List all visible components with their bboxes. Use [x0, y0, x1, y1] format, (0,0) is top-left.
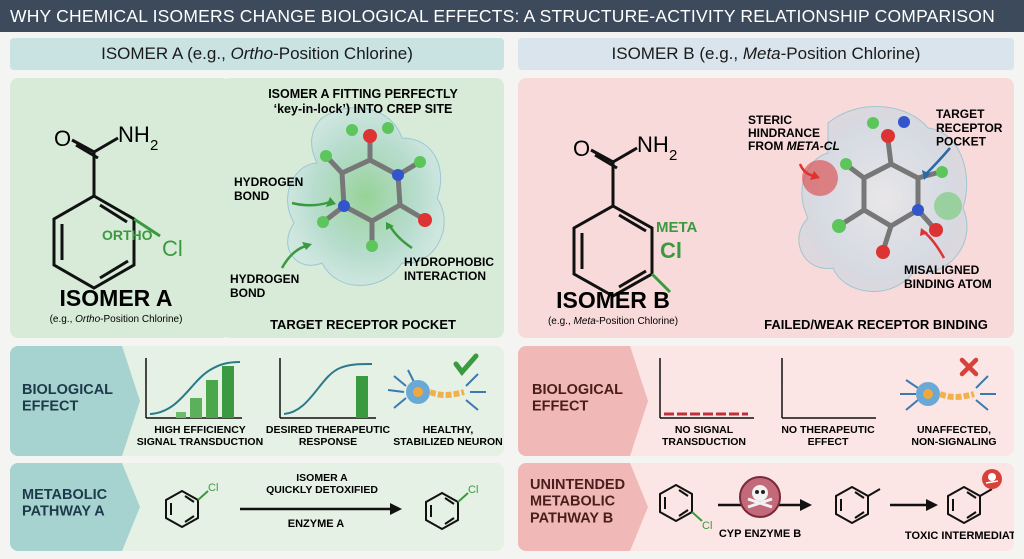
- isomer-a-binding-diagram: ISOMER A FITTING PERFECTLY ‘key-in-lock’…: [230, 87, 494, 332]
- enzyme-a-label: ENZYME A: [288, 518, 344, 530]
- pocket-caption-b: FAILED/WEAK RECEPTOR BINDING: [764, 317, 988, 332]
- pocket-hydrophobic-zone: [934, 192, 962, 220]
- isomer-b-structure-diagram: O NH 2 META Cl ISOMER B (e.g., Meta-Posi…: [548, 132, 698, 327]
- cyp-enzyme-label: CYP ENZYME B: [719, 528, 801, 540]
- isomer-a-structure-diagram: O NH 2 ORTHO Cl ISOMER A (e.g., Ortho-Po…: [50, 122, 183, 325]
- isomer-b-subscript: 2: [669, 147, 677, 164]
- reactant-ring-a: [165, 489, 209, 529]
- isomer-a-subscript: 2: [150, 137, 158, 154]
- unaffected-neuron-icon: [900, 375, 996, 411]
- isomer-b-nitrogen: NH: [637, 132, 669, 157]
- isomer-a-header: ISOMER A (e.g., Ortho-Position Chlorine): [10, 38, 504, 70]
- signal-transduction-chart-a: [145, 358, 242, 419]
- binding-title-a-line2: ‘key-in-lock’) INTO CREP SITE: [274, 102, 453, 116]
- toxic-ring-b: [947, 485, 993, 525]
- no-signal-chart-b: [659, 358, 754, 419]
- isomer-b-structure-panel: O NH 2 META Cl ISOMER B (e.g., Meta-Posi…: [518, 78, 750, 338]
- isomer-b-header-prefix: ISOMER B (e.g.,: [611, 44, 743, 63]
- isomer-a-chlorine: Cl: [162, 236, 183, 261]
- reactant-a-chlorine: Cl: [208, 482, 218, 494]
- isomer-a-header-italic: Ortho: [230, 44, 274, 63]
- receptor-pocket-b: [798, 106, 968, 292]
- intermediate-ring-b: [835, 485, 881, 525]
- isomer-a-oxygen: O: [54, 126, 71, 151]
- isomer-b-header-suffix: -Position Chlorine): [780, 44, 921, 63]
- isomer-b-name: ISOMER B: [556, 287, 670, 313]
- therapeutic-response-chart-a: [279, 358, 376, 419]
- isomer-b-header: ISOMER B (e.g., Meta-Position Chlorine): [518, 38, 1014, 70]
- isomer-a-structure-panel: O NH 2 ORTHO Cl ISOMER A (e.g., Ortho-Po…: [10, 78, 230, 338]
- isomer-b-header-italic: Meta: [742, 44, 781, 63]
- isomer-a-name: ISOMER A: [60, 285, 173, 311]
- steric-label: STERIC HINDRANCE FROM META-CL: [748, 113, 840, 153]
- meta-label: META: [656, 219, 698, 236]
- ortho-label: ORTHO: [102, 227, 153, 243]
- toxic-intermediate-label: TOXIC INTERMEDIATE: [905, 530, 1014, 542]
- isomer-b-oxygen: O: [573, 136, 590, 161]
- isomer-a-nitrogen: NH: [118, 122, 150, 147]
- isomer-a-header-prefix: ISOMER A (e.g.,: [101, 44, 231, 63]
- check-icon: [453, 353, 479, 376]
- product-ring-a: [425, 491, 469, 531]
- isomer-b-chlorine: Cl: [660, 238, 682, 263]
- healthy-neuron-icon: [387, 369, 486, 411]
- product-a-chlorine: Cl: [468, 484, 478, 496]
- isomer-a-subtitle: (e.g., Ortho-Position Chlorine): [50, 314, 183, 325]
- isomer-a-header-suffix: -Position Chlorine): [273, 44, 413, 63]
- effect-b-caption-3: UNAFFECTED,NON-SIGNALING: [911, 424, 996, 448]
- atom-balls-b: [832, 116, 948, 259]
- page-title: WHY CHEMICAL ISOMERS CHANGE BIOLOGICAL E…: [0, 0, 1024, 32]
- binding-title-a-line1: ISOMER A FITTING PERFECTLY: [268, 87, 458, 101]
- effect-a-caption-3: HEALTHY,STABILIZED NEURON: [393, 424, 502, 448]
- skull-icon: [739, 476, 781, 518]
- reactant-b-chlorine: Cl: [702, 520, 712, 532]
- no-therapeutic-chart-b: [781, 358, 876, 419]
- isomer-b-subtitle: (e.g., Meta-Position Chlorine): [548, 316, 678, 327]
- isomer-a-binding-panel: ISOMER A FITTING PERFECTLY ‘key-in-lock’…: [222, 78, 504, 338]
- atom-balls-a: [317, 122, 432, 252]
- toxic-warning-icon: [982, 469, 1002, 489]
- pocket-caption-a: TARGET RECEPTOR POCKET: [270, 317, 456, 332]
- cross-icon: [959, 357, 979, 377]
- reactant-ring-b: [659, 483, 703, 523]
